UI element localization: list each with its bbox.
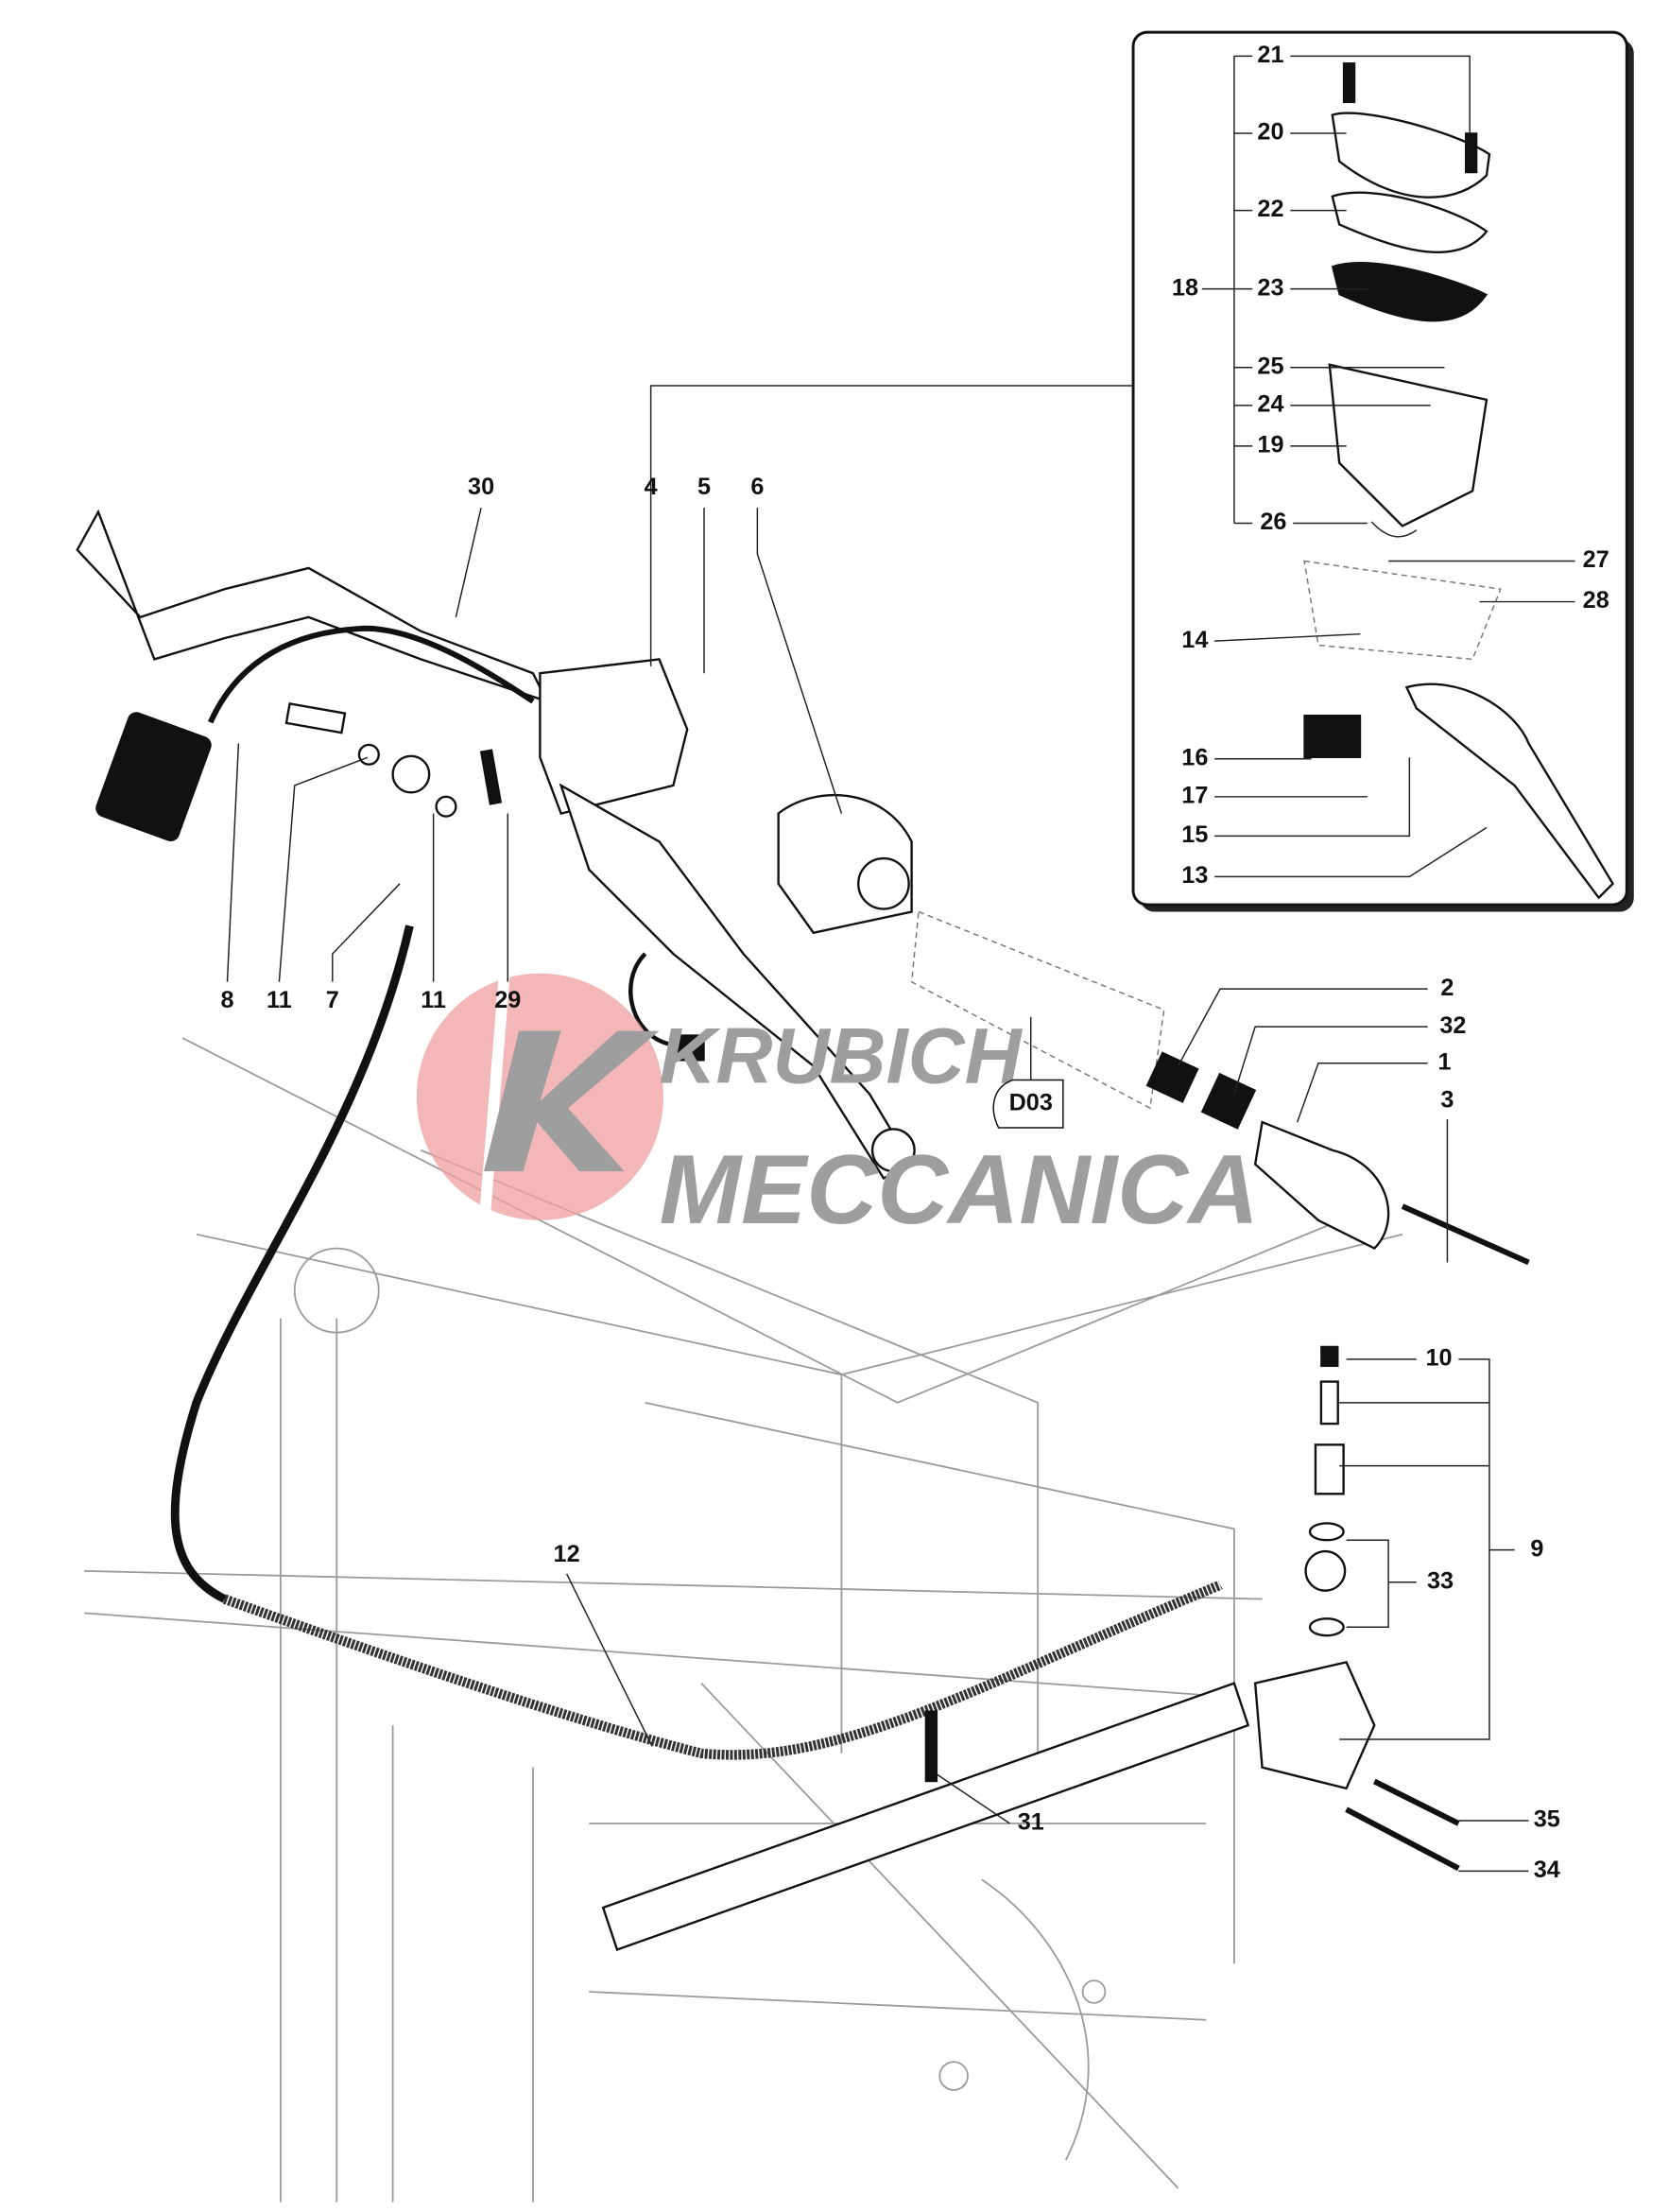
callout-7: 7 (326, 987, 339, 1013)
callout-16: 16 (1181, 744, 1208, 770)
callout-24: 24 (1257, 390, 1283, 417)
callout-3: 3 (1440, 1086, 1454, 1113)
leader-lines (226, 385, 1529, 1873)
handlebar (76, 509, 1250, 1952)
hose-clip-31 (924, 1710, 938, 1783)
callout-10: 10 (1425, 1344, 1452, 1371)
handgrip (910, 910, 1165, 1110)
main-callouts: 30 4 5 6 8 11 7 11 29 2 32 1 3 10 9 33 3… (220, 474, 1559, 1883)
callout-19: 19 (1257, 432, 1283, 458)
callout-9: 9 (1530, 1535, 1543, 1562)
callout-31: 31 (1018, 1809, 1044, 1836)
callout-33: 33 (1427, 1567, 1454, 1594)
callout-2: 2 (1440, 975, 1454, 1001)
reference-badge-text: D03 (1009, 1089, 1053, 1115)
callout-30: 30 (468, 474, 494, 500)
callout-25: 25 (1257, 353, 1283, 379)
callout-32: 32 (1439, 1012, 1466, 1039)
switch-housing (777, 793, 913, 935)
spacer-2 (1145, 1051, 1199, 1103)
callout-4: 4 (645, 474, 658, 500)
callout-23: 23 (1257, 274, 1283, 301)
spacer-32 (1200, 1072, 1257, 1130)
inset-panel (1131, 30, 1634, 912)
brake-hose (170, 925, 414, 1603)
watermark-line1: KRUBICH (660, 1012, 1024, 1100)
callout-8: 8 (220, 987, 233, 1013)
callout-22: 22 (1257, 196, 1283, 222)
callout-5: 5 (697, 474, 711, 500)
callout-18: 18 (1172, 274, 1198, 301)
banjo-bolt-group (284, 701, 503, 818)
callout-20: 20 (1257, 119, 1283, 146)
callout-28: 28 (1583, 587, 1609, 613)
bolt-3 (1401, 1203, 1530, 1266)
callout-15: 15 (1181, 821, 1208, 848)
callout-6: 6 (750, 474, 764, 500)
reference-badge: D03 (992, 1016, 1064, 1129)
master-cylinder (539, 658, 916, 1180)
callout-11: 11 (267, 987, 292, 1013)
wiring-harness (207, 625, 535, 724)
callout-26: 26 (1260, 509, 1286, 535)
connector (95, 712, 212, 841)
bleed-valve-group (1253, 1345, 1460, 1872)
callout-1: 1 (1437, 1048, 1451, 1075)
callout-21: 21 (1257, 42, 1283, 68)
callout-17: 17 (1181, 782, 1208, 808)
watermark-line2: MECCANICA (660, 1135, 1260, 1245)
inset-callouts: 21 20 22 23 18 25 24 19 26 27 28 14 16 1… (1172, 42, 1609, 889)
watermark-k-shape (484, 1030, 660, 1171)
callout-13: 13 (1181, 862, 1208, 889)
callout-35: 35 (1534, 1806, 1560, 1833)
callout-14: 14 (1181, 627, 1208, 653)
callout-27: 27 (1583, 546, 1609, 573)
callout-29: 29 (494, 987, 521, 1013)
callout-12: 12 (554, 1541, 580, 1567)
brake-hose-lower (222, 1580, 1223, 1760)
callout-11b: 11 (421, 987, 446, 1013)
callout-34: 34 (1534, 1857, 1560, 1883)
watermark-logo: KRUBICH MECCANICA (416, 967, 1260, 1245)
bar-end-weight (1253, 1120, 1390, 1251)
